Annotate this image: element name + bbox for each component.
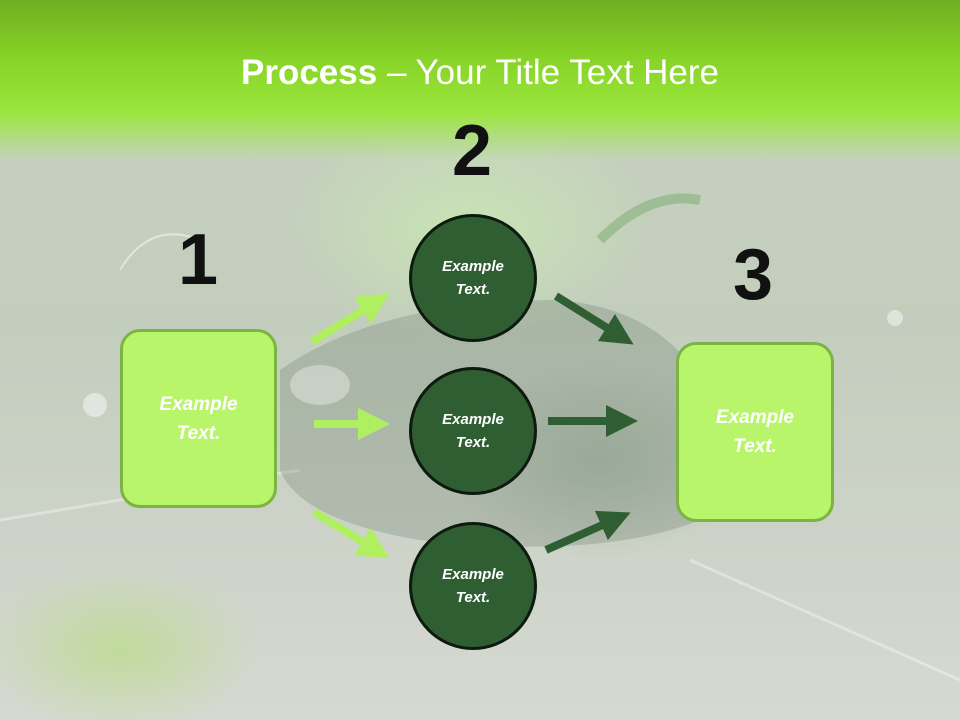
arrow-bottom-to-right bbox=[544, 510, 631, 554]
step-number-1: 1 bbox=[177, 220, 219, 300]
title-rest: – Your Title Text Here bbox=[377, 53, 719, 92]
circle-middle: Example Text. bbox=[409, 367, 537, 495]
header-band bbox=[0, 0, 960, 160]
step-number-3: 3 bbox=[732, 235, 774, 315]
left-example-box: Example Text. bbox=[120, 329, 277, 508]
slide-title: Process – Your Title Text Here bbox=[0, 50, 960, 96]
arrow-left-to-top bbox=[309, 293, 390, 346]
circle-bottom: Example Text. bbox=[409, 522, 537, 650]
arrow-left-to-bottom bbox=[311, 508, 390, 559]
step-number-2: 2 bbox=[451, 111, 493, 191]
arrow-top-to-right bbox=[553, 292, 634, 345]
right-example-box: Example Text. bbox=[676, 342, 834, 522]
title-strong: Process bbox=[241, 53, 378, 92]
circle-top: Example Text. bbox=[409, 214, 537, 342]
